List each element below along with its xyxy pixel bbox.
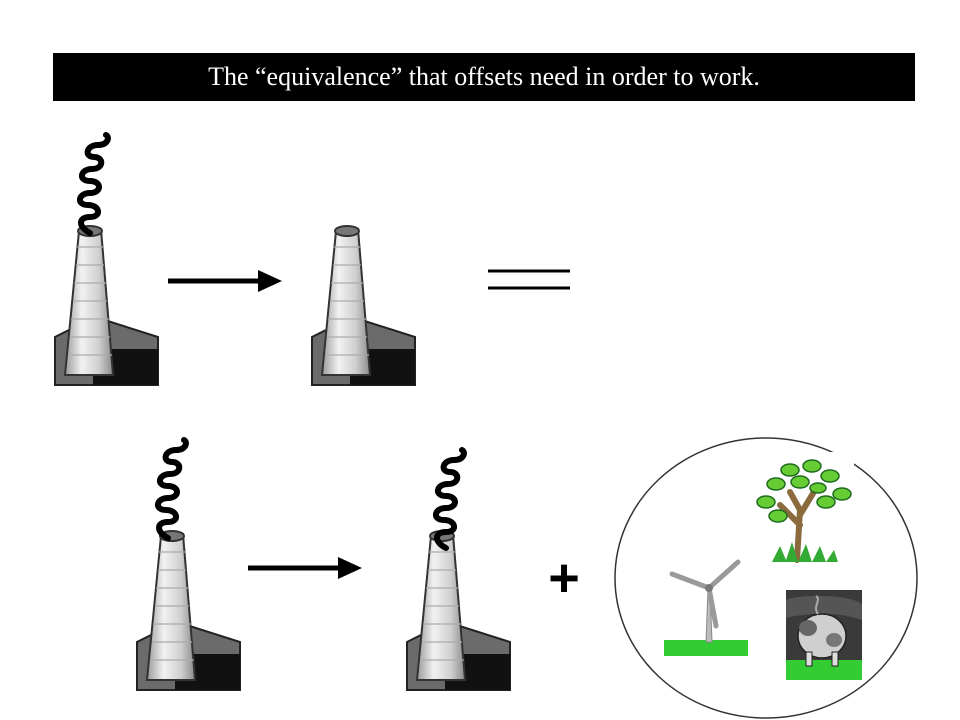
tree-icon (752, 452, 854, 568)
title-banner: The “equivalence” that offsets need in o… (53, 53, 915, 101)
smoke-plume-icon (80, 135, 108, 233)
smoke-plume-icon (436, 450, 464, 548)
right-arrow-icon (168, 270, 282, 292)
wind-turbine-icon (664, 559, 748, 656)
plus-sign: + (548, 548, 580, 608)
smokestack-with-smoke-icon (136, 530, 241, 691)
smokestack-with-smoke-icon (406, 530, 511, 691)
cow-icon (786, 590, 862, 680)
smoke-plume-icon (158, 440, 186, 538)
title-text: The “equivalence” that offsets need in o… (208, 62, 760, 91)
smokestack-without-smoke-icon (311, 225, 416, 386)
smokestack-with-smoke-icon (54, 225, 159, 386)
equals-sign-icon (488, 269, 570, 290)
right-arrow-icon (248, 557, 362, 579)
